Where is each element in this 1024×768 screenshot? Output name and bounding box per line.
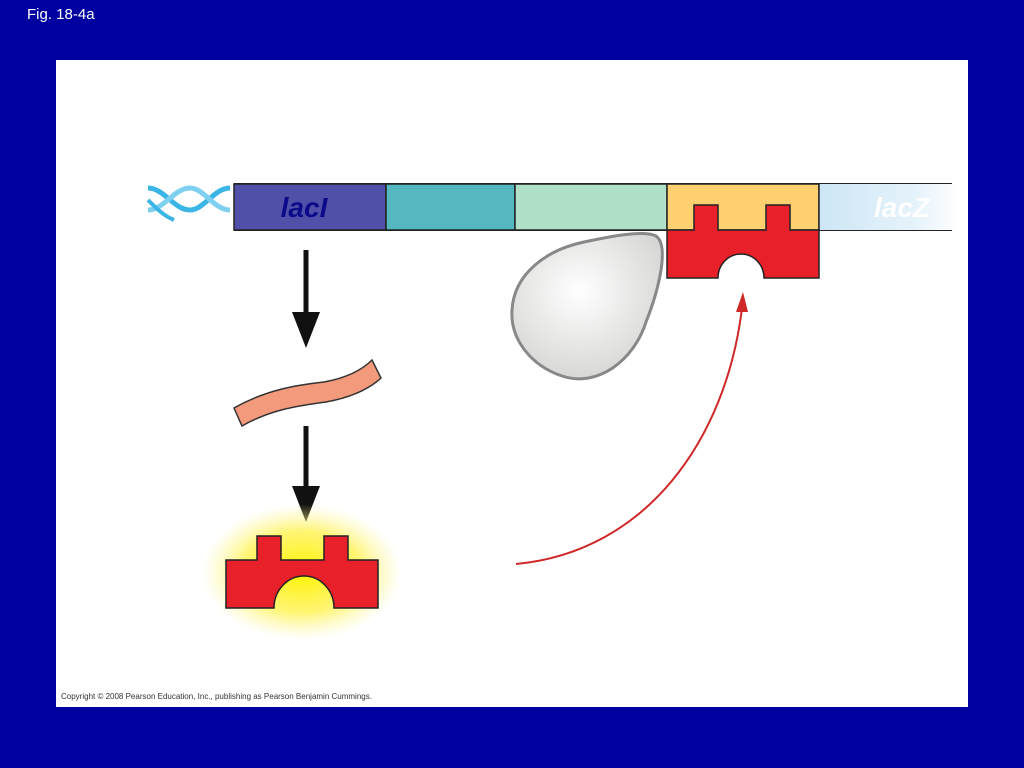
- laci-label: lacI: [281, 192, 329, 223]
- lac-operon-diagram: lacI lacZ: [146, 183, 959, 640]
- rna-polymerase: [510, 232, 664, 381]
- lac-promoter-region: [514, 183, 668, 231]
- transcription-arrow: [292, 250, 320, 348]
- mrna: [233, 358, 382, 428]
- repressor-free: [225, 535, 379, 609]
- copyright-notice: Copyright © 2008 Pearson Education, Inc.…: [61, 692, 372, 701]
- dna-helix-icon: [146, 185, 231, 222]
- figure-panel: lacI lacZ: [56, 60, 968, 707]
- lacz-label: lacZ: [874, 192, 931, 223]
- lacz-gene: [819, 184, 959, 230]
- promoter-region: [385, 183, 516, 231]
- translation-arrow: [292, 426, 320, 522]
- laci-gene: [233, 183, 387, 231]
- repressor-bound: [666, 204, 820, 279]
- figure-caption: Fig. 18-4a: [27, 6, 95, 23]
- operator-region: [666, 183, 820, 231]
- binding-arrow: [515, 292, 748, 565]
